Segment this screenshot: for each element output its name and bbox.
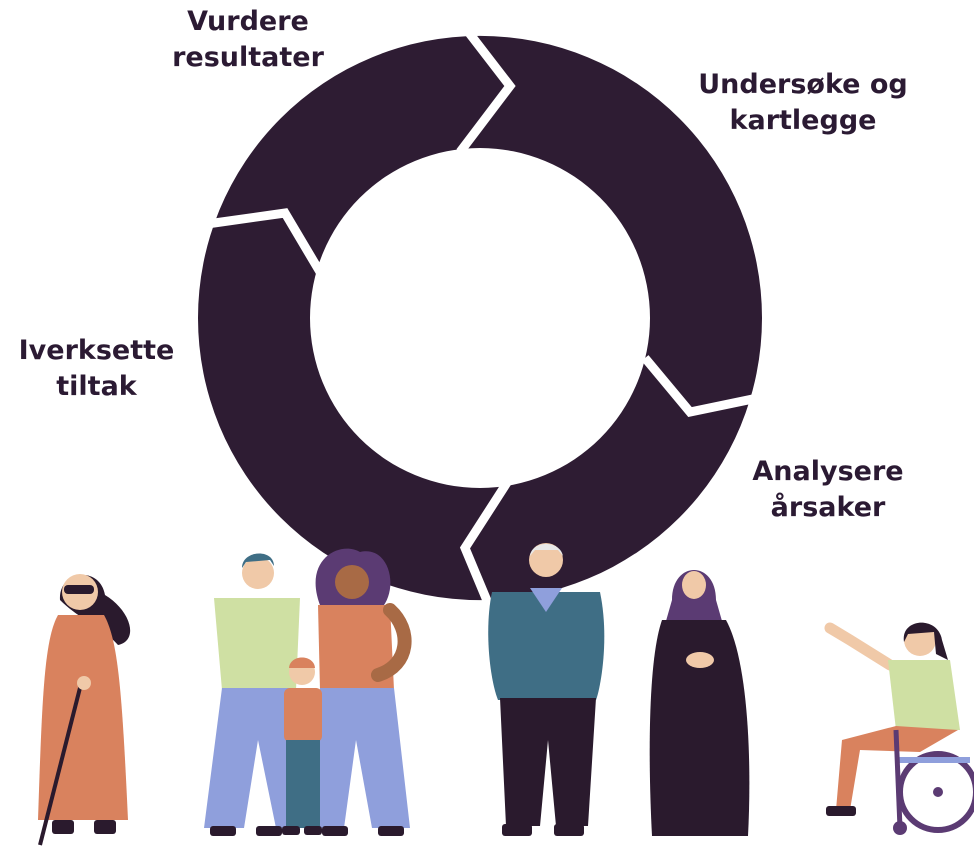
person-shoe	[52, 820, 74, 834]
person-woman-with-cane	[38, 574, 131, 846]
person-shirt	[284, 688, 322, 742]
person-hair	[530, 544, 563, 556]
person-shoe	[282, 826, 300, 835]
wheelchair-hub	[933, 787, 943, 797]
cycle-gap-top	[456, 22, 516, 155]
person-child	[282, 657, 322, 835]
cycle-gap-bottom	[459, 475, 514, 617]
person-trousers	[310, 688, 410, 828]
person-head	[242, 557, 274, 589]
person-woman-curly-hair	[310, 548, 412, 836]
person-hair	[289, 657, 315, 668]
person-elderly-man	[488, 543, 605, 836]
person-trousers	[286, 740, 320, 828]
person-trousers	[204, 688, 298, 828]
person-shoe	[826, 806, 856, 816]
cycle-ring-shape	[197, 35, 763, 601]
cycle-gap-left	[199, 208, 324, 275]
person-hand	[77, 676, 91, 690]
wheelchair-front-wheel	[893, 821, 907, 835]
person-shoe	[94, 820, 116, 834]
person-hair	[903, 622, 948, 660]
wheelchair-frame	[893, 729, 903, 829]
step-label-line: kartlegge	[729, 105, 877, 136]
step-label-vurdere: Vurdere resultater	[148, 4, 348, 76]
step-label-line: Vurdere	[187, 6, 309, 37]
person-shoe	[210, 826, 236, 836]
person-hair	[242, 553, 274, 568]
person-shoe	[322, 826, 348, 836]
person-shoe	[554, 824, 584, 836]
person-shoe	[378, 826, 404, 836]
person-collar	[530, 588, 562, 612]
person-shirt	[214, 598, 300, 690]
person-head	[529, 543, 563, 577]
person-robe	[649, 620, 750, 836]
person-shoe	[502, 824, 532, 836]
step-label-analysere: Analysere årsaker	[738, 454, 918, 526]
person-woman-wheelchair	[824, 622, 974, 835]
person-adult-green-shirt	[204, 553, 300, 836]
person-trousers	[500, 698, 596, 826]
person-hand	[686, 652, 714, 668]
person-glasses	[64, 585, 94, 594]
person-shoe	[304, 826, 322, 835]
step-label-iverksette: Iverksette tiltak	[4, 333, 189, 405]
person-shirt	[888, 660, 960, 730]
person-arm	[371, 603, 412, 682]
person-shoe	[256, 826, 282, 836]
person-face	[682, 571, 706, 599]
step-label-line: Undersøke og	[698, 69, 908, 100]
step-label-line: Iverksette	[18, 335, 175, 366]
step-label-line: Analysere	[752, 456, 904, 487]
person-legs	[836, 726, 958, 810]
cycle-ring	[197, 22, 773, 617]
person-woman-hijab	[649, 570, 750, 836]
step-label-line: tiltak	[56, 371, 137, 402]
person-head	[335, 565, 369, 599]
step-label-line: resultater	[172, 42, 324, 73]
step-label-line: årsaker	[770, 492, 886, 523]
cane-icon	[38, 679, 84, 846]
person-arm	[824, 622, 896, 671]
step-label-undersoke: Undersøke og kartlegge	[688, 67, 918, 139]
person-cardigan	[488, 592, 605, 700]
cycle-gap-right	[641, 355, 773, 417]
person-dress	[38, 615, 128, 820]
